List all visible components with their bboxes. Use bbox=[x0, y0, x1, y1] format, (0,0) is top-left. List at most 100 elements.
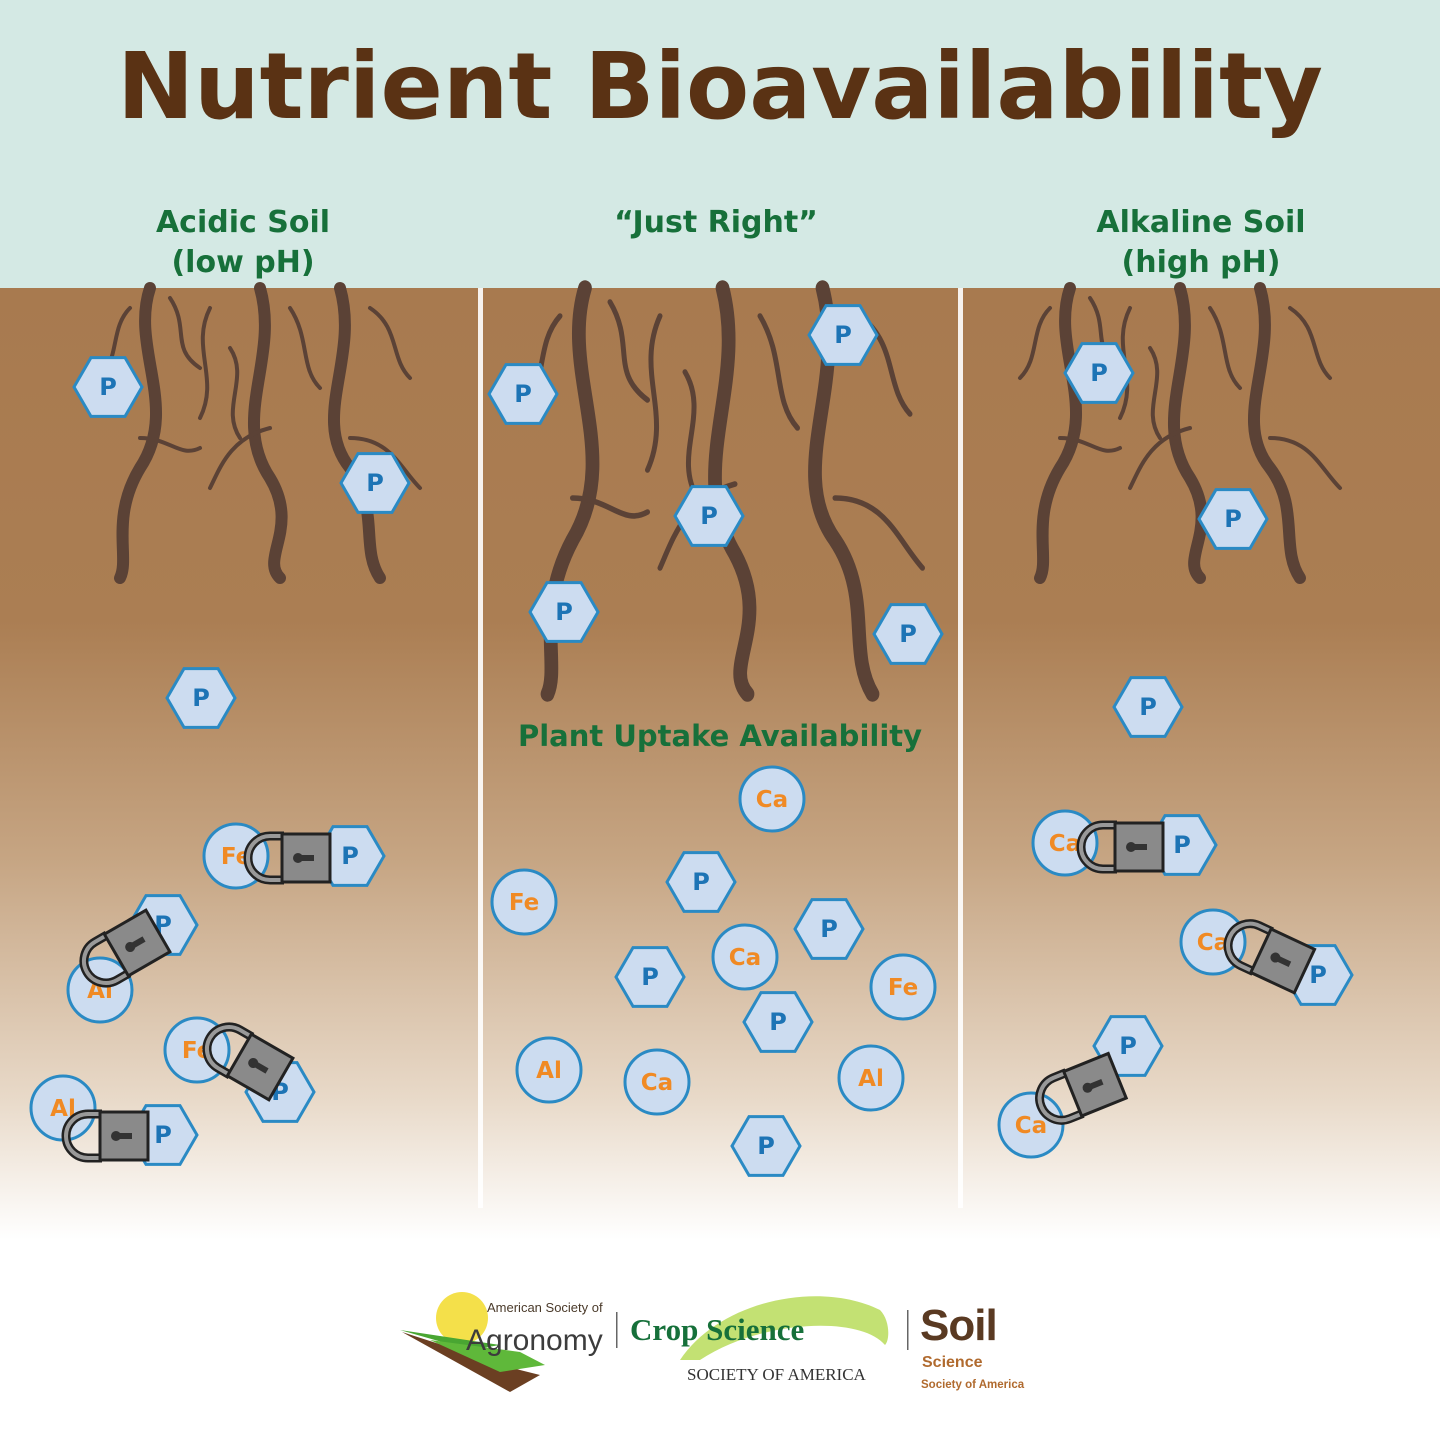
crop-science-text: Crop Science bbox=[630, 1312, 804, 1347]
hexagon-shape bbox=[72, 356, 144, 418]
phosphorus-hexagon: P bbox=[807, 304, 879, 366]
root bbox=[114, 282, 162, 584]
phosphorus-label: P bbox=[192, 684, 210, 712]
root bbox=[328, 282, 386, 584]
root bbox=[248, 282, 288, 584]
hexagon-shape bbox=[1197, 488, 1269, 550]
root bbox=[1168, 282, 1208, 584]
roots bbox=[98, 280, 1342, 702]
root-hair bbox=[368, 306, 412, 380]
hexagon-shape bbox=[487, 363, 559, 425]
phosphorus-label: P bbox=[769, 1008, 787, 1036]
circle-shape bbox=[869, 953, 937, 1021]
hexagon-shape bbox=[872, 603, 944, 665]
phosphorus-hexagon: P bbox=[665, 851, 737, 913]
ca-label: Ca bbox=[729, 945, 761, 971]
phosphorus-hexagon: P bbox=[1197, 488, 1269, 550]
fe-circle: Fe bbox=[490, 868, 558, 936]
root-hair bbox=[1058, 436, 1122, 453]
root-cluster bbox=[98, 282, 422, 584]
crop-science-logo: Crop Science SOCIETY OF AMERICA bbox=[630, 1296, 889, 1384]
field-shape bbox=[430, 1340, 545, 1372]
phosphorus-label: P bbox=[341, 842, 359, 870]
circle-shape bbox=[490, 868, 558, 936]
agronomy-small-text: American Society of bbox=[487, 1300, 603, 1315]
phosphorus-label: P bbox=[514, 380, 532, 408]
root-hair bbox=[682, 369, 700, 501]
ca-circle: Ca bbox=[623, 1048, 691, 1116]
phosphorus-hexagon: P bbox=[742, 991, 814, 1053]
column-divider bbox=[478, 288, 483, 1208]
phosphorus-hexagon: P bbox=[872, 603, 944, 665]
root-hair bbox=[228, 346, 242, 440]
fe-label: Fe bbox=[509, 890, 539, 916]
lock-icon bbox=[79, 908, 172, 988]
root-cluster bbox=[1018, 282, 1342, 584]
hexagon-shape bbox=[665, 851, 737, 913]
page-title: Nutrient Bioavailability bbox=[117, 33, 1323, 140]
alkaline-subheading: (high pH) bbox=[1122, 245, 1281, 280]
phosphorus-label: P bbox=[366, 469, 384, 497]
grass-shape bbox=[400, 1330, 500, 1350]
root-hair bbox=[1018, 306, 1052, 380]
alkaline-heading: Alkaline Soil bbox=[1096, 205, 1305, 240]
phosphorus-hexagon: P bbox=[730, 1115, 802, 1177]
hexagon-shape bbox=[339, 452, 411, 514]
ca-label: Ca bbox=[1015, 1113, 1047, 1139]
root-hair bbox=[168, 296, 202, 370]
al-label: Al bbox=[858, 1066, 884, 1092]
root bbox=[1034, 282, 1082, 584]
soil-text: Soil bbox=[920, 1301, 997, 1350]
root bbox=[1248, 282, 1306, 584]
lock-shackle-inner bbox=[204, 1025, 254, 1077]
phosphorus-label: P bbox=[1173, 831, 1191, 859]
sun-icon bbox=[436, 1292, 488, 1344]
keyhole-slot bbox=[1086, 1078, 1104, 1091]
root-hair bbox=[288, 306, 322, 390]
crop-society-text: SOCIETY OF AMERICA bbox=[687, 1365, 867, 1384]
circle-shape bbox=[623, 1048, 691, 1116]
root-hair bbox=[570, 495, 650, 519]
al-circle: Al bbox=[837, 1044, 905, 1112]
phosphorus-label: P bbox=[692, 868, 710, 896]
phosphorus-label: P bbox=[1224, 505, 1242, 533]
phosphorus-hexagon: P bbox=[339, 452, 411, 514]
lock-shackle-inner bbox=[81, 933, 131, 985]
ca-label: Ca bbox=[1049, 831, 1081, 857]
phosphorus-hexagon: P bbox=[1146, 814, 1218, 876]
hexagon-shape bbox=[1063, 342, 1135, 404]
soil-society-text: Society of America bbox=[921, 1379, 1025, 1391]
root-hair bbox=[1288, 306, 1332, 380]
hexagon-shape bbox=[793, 898, 865, 960]
just-right-heading: “Just Right” bbox=[614, 205, 818, 240]
phosphorus-hexagon: P bbox=[793, 898, 865, 960]
soil-science-text: Science bbox=[922, 1354, 983, 1371]
hexagon-shape bbox=[528, 581, 600, 643]
hexagon-shape bbox=[614, 946, 686, 1008]
ca-circle: Ca bbox=[997, 1091, 1065, 1159]
logo-divider bbox=[907, 1310, 909, 1350]
root bbox=[808, 280, 880, 702]
lock-shackle-inner bbox=[1226, 921, 1273, 974]
keyhole-slot bbox=[116, 1133, 132, 1139]
ca-circle: Ca bbox=[711, 923, 779, 991]
root-hair bbox=[757, 313, 800, 431]
keyhole-slot bbox=[128, 936, 146, 950]
ca-label: Ca bbox=[641, 1070, 673, 1096]
root bbox=[540, 280, 600, 702]
phosphorus-label: P bbox=[555, 598, 573, 626]
acidic-heading: Acidic Soil bbox=[156, 205, 330, 240]
fe-label: Fe bbox=[888, 975, 918, 1001]
phosphorus-label: P bbox=[834, 321, 852, 349]
phosphorus-hexagon: P bbox=[487, 363, 559, 425]
phosphorus-label: P bbox=[641, 963, 659, 991]
hexagon-shape bbox=[730, 1115, 802, 1177]
circle-shape bbox=[837, 1044, 905, 1112]
lock-icon bbox=[1076, 820, 1165, 874]
acidic-subheading: (low pH) bbox=[171, 245, 314, 280]
soil-shape bbox=[402, 1332, 540, 1392]
root-hair bbox=[607, 299, 650, 403]
phosphorus-hexagon: P bbox=[614, 946, 686, 1008]
phosphorus-label: P bbox=[1090, 359, 1108, 387]
keyhole-slot bbox=[1131, 844, 1147, 850]
